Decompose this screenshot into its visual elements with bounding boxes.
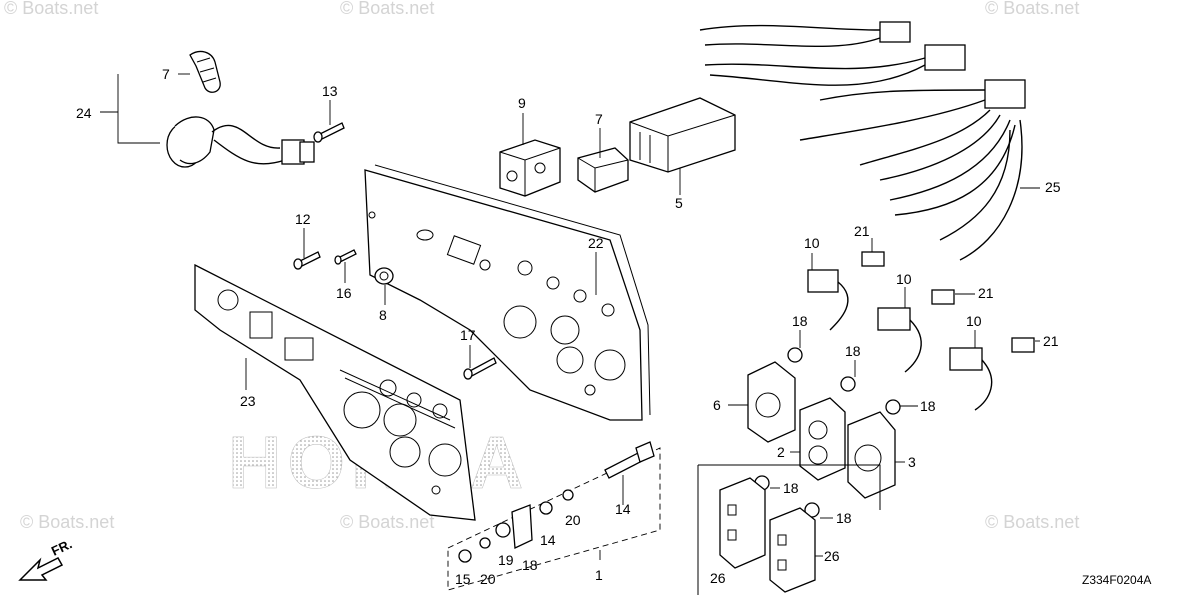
callout-21: 21 — [1043, 333, 1059, 349]
callout-14: 14 — [540, 532, 556, 548]
watermark-text: © Boats.net — [985, 512, 1079, 532]
wire-harness — [699, 21, 1026, 261]
choke-knob-assembly — [166, 50, 315, 168]
breakers — [807, 251, 1035, 411]
callout-1: 1 — [595, 567, 603, 583]
callout-8: 8 — [379, 307, 387, 323]
callout-22: 25 — [1045, 179, 1061, 195]
callout-6: 7 — [162, 66, 170, 82]
nuts-18 — [754, 347, 901, 518]
callout-18: 18 — [792, 313, 808, 329]
front-direction-indicator: FR. — [18, 536, 74, 581]
callout-26: 26 — [710, 570, 726, 586]
callout-4: 6 — [713, 397, 721, 413]
callout-21: 21 — [854, 223, 870, 239]
callout-10: 10 — [804, 235, 820, 251]
panel-label-plate — [194, 263, 476, 521]
callout-16: 16 — [336, 285, 352, 301]
receptacles — [747, 361, 896, 499]
callout-21: 21 — [978, 285, 994, 301]
callout-23: 22 — [588, 235, 604, 251]
callout-17: 17 — [460, 327, 476, 343]
callout-15: 18 — [522, 557, 538, 573]
leader-lines — [100, 73, 1040, 560]
hardware-group-1 — [447, 441, 661, 591]
callout-11: 12 — [295, 211, 311, 227]
callout-12: 13 — [322, 83, 338, 99]
switch-7 — [577, 147, 629, 193]
watermark-text: © Boats.net — [4, 0, 98, 18]
callout-7: 7 — [595, 111, 603, 127]
callout-5: 5 — [675, 195, 683, 211]
callout-26: 26 — [824, 548, 840, 564]
outlets-26 — [719, 477, 816, 593]
callout-9: 9 — [518, 95, 526, 111]
watermark-text: © Boats.net — [985, 0, 1079, 18]
callout-18: 18 — [845, 343, 861, 359]
callout-19: 19 — [498, 552, 514, 568]
callout-10: 10 — [966, 313, 982, 329]
screws — [293, 122, 497, 380]
direction-label: FR. — [49, 536, 74, 558]
callout-18: 18 — [920, 398, 936, 414]
callout-labels: 7 24 13 9 7 5 12 16 8 17 22 23 14 20 14 … — [76, 66, 1061, 587]
watermark-text: © Boats.net — [340, 512, 434, 532]
watermark-text: © Boats.net — [20, 512, 114, 532]
callout-25: 24 — [76, 105, 92, 121]
callout-24: 23 — [240, 393, 256, 409]
callout-20: 20 — [480, 571, 496, 587]
callout-18: 18 — [836, 510, 852, 526]
callout-3: 3 — [908, 454, 916, 470]
switch-9 — [499, 139, 561, 197]
callout-18: 18 — [783, 480, 799, 496]
watermarks: © Boats.net © Boats.net © Boats.net © Bo… — [4, 0, 1079, 532]
callout-13: 14 — [615, 501, 631, 517]
callout-20: 20 — [565, 512, 581, 528]
callout-14: 15 — [455, 571, 471, 587]
watermark-text: © Boats.net — [340, 0, 434, 18]
control-panel-plate — [364, 164, 651, 421]
callout-10: 10 — [896, 271, 912, 287]
diagram-code: Z334F0204A — [1082, 573, 1151, 587]
callout-2: 2 — [777, 444, 785, 460]
grommet — [374, 267, 394, 285]
outlet-group-bracket — [697, 464, 881, 595]
switch-cover-5 — [629, 97, 736, 173]
